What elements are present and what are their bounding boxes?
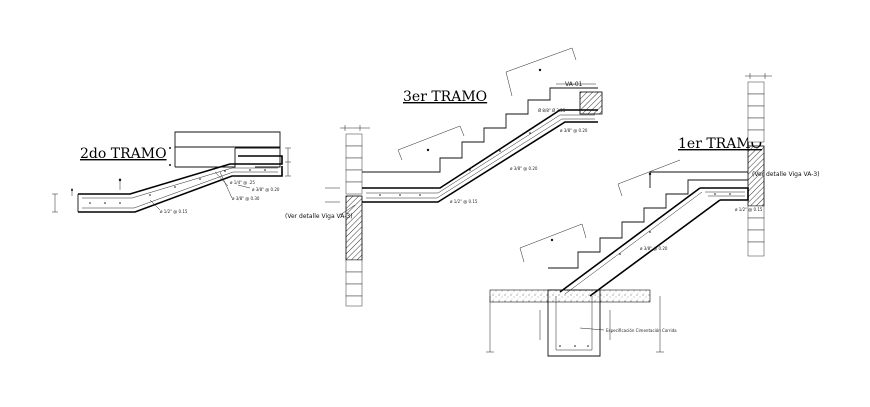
brick-wall-right: [747, 81, 765, 257]
svg-text:ø 3/8" @ 0.20: ø 3/8" @ 0.20: [640, 246, 668, 251]
svg-text:ø 3/8" @ 0.20: ø 3/8" @ 0.20: [252, 187, 280, 192]
ver-detalle-left: (Ver detalle Viga VA-3): [285, 213, 353, 220]
svg-text:ø 3/8" @ 0.20: ø 3/8" @ 0.20: [510, 166, 538, 171]
tramo-3-title: 3er TRAMO: [403, 89, 487, 105]
svg-text:Ø 8/8" Ø 3.25: Ø 8/8" Ø 3.25: [538, 108, 566, 113]
tramo-2-section: 2do TRAMO ø 1/4" @ .25 ø 3/8" @ 0.20: [52, 131, 291, 214]
tramo-1-title: 1er TRAMO: [678, 136, 762, 152]
svg-text:ø 3/8" @ 0.20: ø 3/8" @ 0.20: [560, 128, 588, 133]
brick-wall-left: [345, 133, 363, 307]
ver-detalle-right: (Ver detalle Viga VA-3): [752, 171, 820, 178]
svg-text:ø 3/8" @ 0.30: ø 3/8" @ 0.30: [232, 196, 260, 201]
svg-text:ø 1/2" @ 0.15: ø 1/2" @ 0.15: [450, 199, 478, 204]
footing: [486, 289, 664, 357]
svg-text:ø 1/2" @ 0.15: ø 1/2" @ 0.15: [160, 209, 188, 214]
tramo-2-title: 2do TRAMO: [80, 146, 167, 162]
tramo-1-section: 1er TRAMO (Ver detalle Viga VA-3): [486, 73, 820, 357]
tramo-3-section: 3er TRAMO VA-01: [285, 47, 603, 307]
svg-text:Especificación Cimentación Cor: Especificación Cimentación Corrida: [606, 328, 677, 333]
beam-tag: VA-01: [565, 81, 583, 88]
svg-text:ø 1/4" @ .25: ø 1/4" @ .25: [230, 180, 255, 185]
svg-text:ø 1/2" @ 0.15: ø 1/2" @ 0.15: [735, 207, 763, 212]
